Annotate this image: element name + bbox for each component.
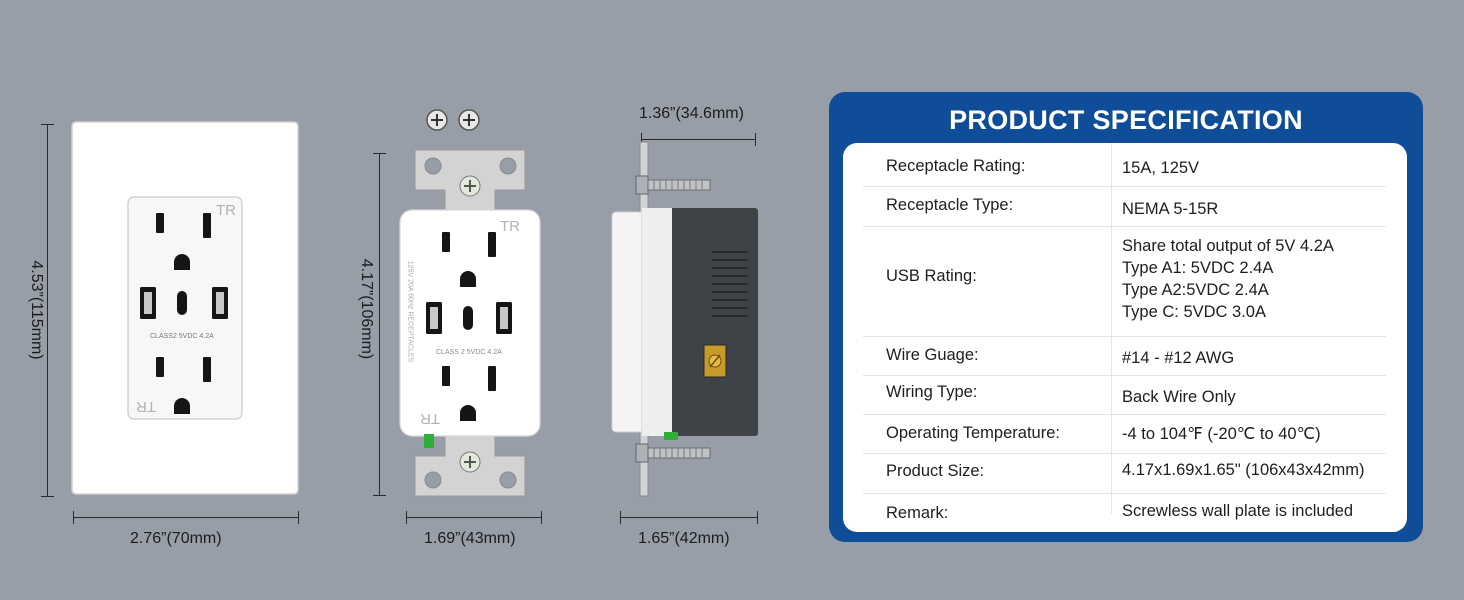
plate-height-dimension-line [47,124,48,497]
plate-height-label: 4.53”(115mm) [28,260,45,360]
spec-label: Wiring Type: [886,383,978,401]
spec-value: 15A, 125V [1122,159,1200,177]
receptacle-height-label: 4.17”(106mm) [358,258,375,360]
spec-table: Receptacle Rating: 15A, 125V Receptacle … [843,143,1407,532]
spec-label: Wire Guage: [886,346,979,364]
receptacle-width-tick-left [406,511,407,524]
spec-column-divider [1111,415,1112,453]
spec-value: #14 - #12 AWG [1122,349,1235,367]
screw-icon [458,109,480,131]
receptacle-width-tick-right [541,511,542,524]
plate-usb-label: CLASS2 5VDC 4.2A [150,333,214,340]
spec-row: Operating Temperature: -4 to 104℉ (-20℃ … [863,415,1386,454]
spec-column-divider [1111,376,1112,414]
spec-column-divider [1111,186,1112,226]
spec-label: Remark: [886,504,949,522]
screw-icon [426,109,448,131]
side-bottom-tick-left [620,511,621,524]
wall-plate-drawing [71,121,299,495]
plate-tr-mark-bottom: TR [136,398,156,415]
side-bottom-tick-right [757,511,758,524]
spec-value: Type C: 5VDC 3.0A [1122,303,1266,321]
plate-width-tick-right [298,511,299,524]
spec-value: Share total output of 5V 4.2A [1122,237,1334,255]
spec-row: Wiring Type: Back Wire Only [863,376,1386,415]
spec-value: 4.17x1.69x1.65" (106x43x42mm) [1122,461,1365,479]
spec-label: Receptacle Rating: [886,157,1026,175]
product-specification-panel: PRODUCT SPECIFICATION Receptacle Rating:… [829,92,1423,542]
spec-column-divider [1111,494,1112,514]
plate-width-tick-left [73,511,74,524]
spec-label: Product Size: [886,462,985,480]
spec-title: PRODUCT SPECIFICATION [949,105,1303,135]
receptacle-front-drawing [399,149,541,497]
spec-label: Receptacle Type: [886,196,1014,214]
spec-label: USB Rating: [886,267,977,285]
plate-height-tick-bottom [41,496,54,497]
receptacle-tr-mark-bottom: TR [420,410,440,427]
spec-column-divider [1111,454,1112,493]
spec-row: Wire Guage: #14 - #12 AWG [863,337,1386,376]
receptacle-width-label: 1.69”(43mm) [424,530,516,547]
spec-value: NEMA 5-15R [1122,200,1219,218]
spec-row: Receptacle Rating: 15A, 125V [863,143,1386,187]
side-bottom-label: 1.65”(42mm) [638,530,730,547]
side-top-dimension-line [641,139,756,140]
spec-row: Receptacle Type: NEMA 5-15R [863,186,1386,227]
spec-value: Type A2:5VDC 2.4A [1122,281,1269,299]
spec-value: Back Wire Only [1122,388,1236,406]
spec-value: -4 to 104℉ (-20℃ to 40℃) [1122,425,1321,443]
spec-row: USB Rating: Share total output of 5V 4.2… [863,227,1386,337]
side-top-tick-left [641,133,642,146]
plate-tr-mark-top: TR [216,202,236,219]
spec-column-divider [1111,143,1112,186]
receptacle-height-dimension-line [379,153,380,496]
spec-value: Screwless wall plate is included [1122,502,1354,520]
receptacle-side-print: 125V 20A 60Hz RECEPTACLES [406,260,414,363]
plate-width-dimension-line [73,517,299,518]
side-top-tick-right [755,133,756,146]
spec-row: Product Size: 4.17x1.69x1.65" (106x43x42… [863,454,1386,494]
receptacle-height-tick-bottom [373,495,386,496]
spec-label: Operating Temperature: [886,424,1060,442]
receptacle-width-dimension-line [406,517,542,518]
plate-height-tick-top [41,124,54,125]
plate-width-label: 2.76”(70mm) [130,530,222,547]
receptacle-height-tick-top [373,153,386,154]
side-bottom-dimension-line [620,517,758,518]
receptacle-usb-label: CLASS 2 5VDC 4.2A [436,349,502,356]
spec-column-divider [1111,227,1112,336]
side-top-label: 1.36”(34.6mm) [639,105,744,122]
spec-column-divider [1111,337,1112,375]
receptacle-side-drawing [611,141,758,497]
spec-value: Type A1: 5VDC 2.4A [1122,259,1274,277]
spec-row: Remark: Screwless wall plate is included [863,494,1386,532]
receptacle-tr-mark-top: TR [500,218,520,235]
